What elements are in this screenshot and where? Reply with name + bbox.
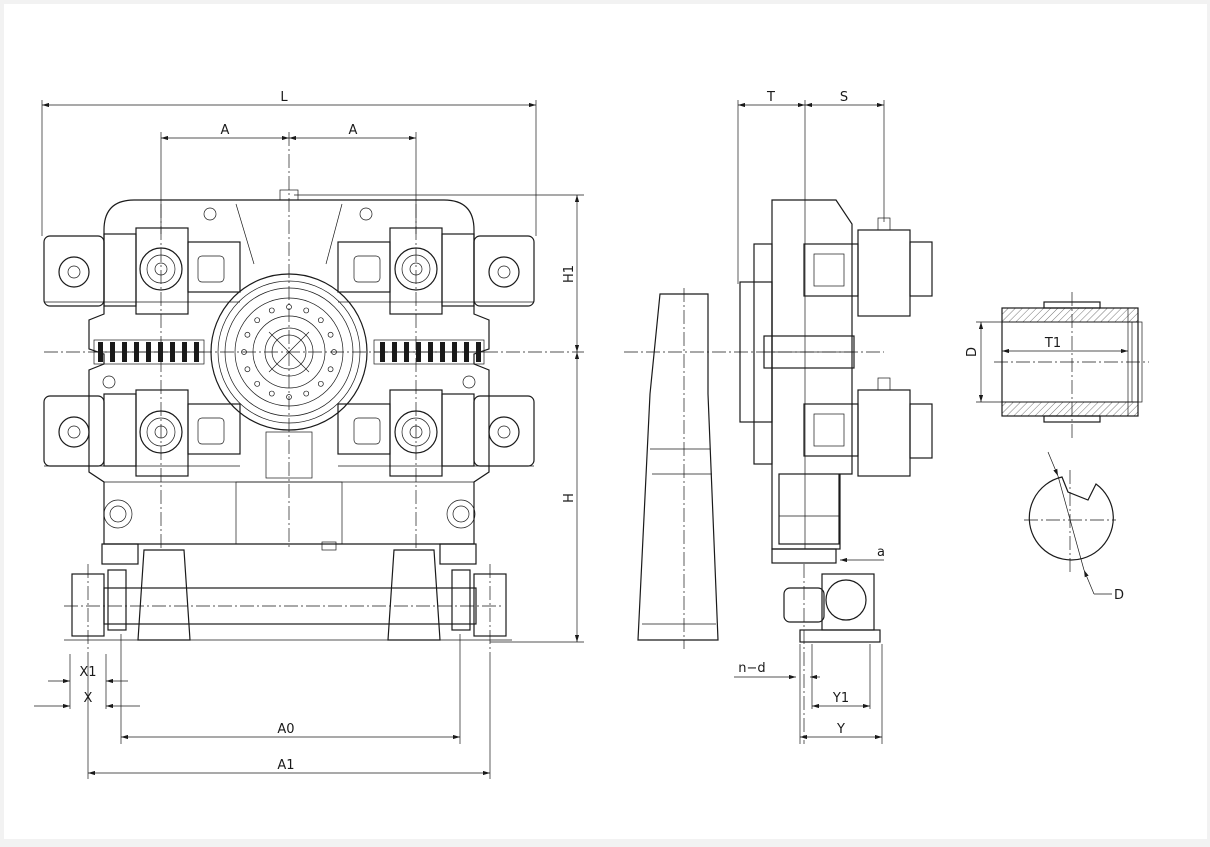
bolt bbox=[476, 342, 481, 362]
bolt-hole bbox=[317, 317, 324, 324]
side-view: T S a n−d bbox=[624, 90, 933, 744]
label-n-d: n−d bbox=[738, 661, 765, 676]
bolt bbox=[110, 342, 115, 362]
bolt bbox=[170, 342, 175, 362]
label-A-right: A bbox=[349, 123, 358, 138]
bolt-hole bbox=[254, 380, 261, 387]
dimension-H: H1 H bbox=[294, 194, 584, 643]
bolt-row bbox=[93, 339, 485, 365]
label-H: H bbox=[562, 493, 577, 503]
bolt bbox=[134, 342, 139, 362]
label-a: a bbox=[877, 545, 885, 560]
base-frame bbox=[64, 543, 512, 654]
label-X: X bbox=[84, 691, 93, 706]
bolt-hole bbox=[327, 366, 334, 373]
bolt-hole bbox=[317, 380, 324, 387]
bolt bbox=[440, 342, 445, 362]
gearboxes bbox=[43, 227, 535, 477]
label-Y: Y bbox=[836, 722, 845, 737]
label-H1: H1 bbox=[562, 265, 577, 283]
bolt bbox=[194, 342, 199, 362]
bolt bbox=[146, 342, 151, 362]
technical-drawing: L A A bbox=[34, 90, 1149, 779]
front-view: L A A bbox=[34, 90, 584, 779]
bolt bbox=[182, 342, 187, 362]
label-A0: A0 bbox=[277, 722, 294, 737]
bolt bbox=[404, 342, 409, 362]
drawing-sheet: L A A bbox=[4, 4, 1207, 839]
bolt-hole bbox=[286, 304, 292, 310]
bolt bbox=[158, 342, 163, 362]
bolt bbox=[428, 342, 433, 362]
label-T: T bbox=[766, 90, 775, 105]
bolt-hole bbox=[244, 331, 251, 338]
bolt bbox=[416, 342, 421, 362]
bolt bbox=[380, 342, 385, 362]
bolt-hole bbox=[268, 390, 275, 397]
label-D-vertical: D bbox=[965, 347, 980, 357]
bolt-hole bbox=[303, 390, 310, 397]
bolt-hole bbox=[254, 317, 261, 324]
bolt-hole bbox=[241, 349, 247, 355]
bolt-hole bbox=[286, 394, 292, 400]
bolt-hole bbox=[268, 307, 275, 314]
bolt bbox=[452, 342, 457, 362]
dimension-bottom: X1 X A0 A1 bbox=[34, 634, 491, 779]
label-D-leader: D bbox=[1114, 588, 1124, 603]
bolt-hole bbox=[327, 331, 334, 338]
label-L: L bbox=[280, 90, 288, 105]
label-X1: X1 bbox=[79, 665, 96, 680]
bolt-hole bbox=[303, 307, 310, 314]
bolt bbox=[122, 342, 127, 362]
label-A-left: A bbox=[221, 123, 230, 138]
dimension-L: L bbox=[41, 90, 537, 236]
label-S: S bbox=[840, 90, 848, 105]
label-A1: A1 bbox=[277, 758, 294, 773]
dimension-A: A A bbox=[160, 123, 417, 234]
bolt-hole bbox=[331, 349, 337, 355]
stand bbox=[637, 293, 719, 641]
central-gear bbox=[210, 273, 368, 431]
mill-housing bbox=[88, 189, 490, 551]
bolt bbox=[98, 342, 103, 362]
bolt bbox=[392, 342, 397, 362]
bolt bbox=[464, 342, 469, 362]
detail-view: T1 D D bbox=[965, 292, 1149, 603]
bolt-hole bbox=[244, 366, 251, 373]
label-Y1: Y1 bbox=[832, 691, 849, 706]
label-T1: T1 bbox=[1044, 336, 1061, 351]
